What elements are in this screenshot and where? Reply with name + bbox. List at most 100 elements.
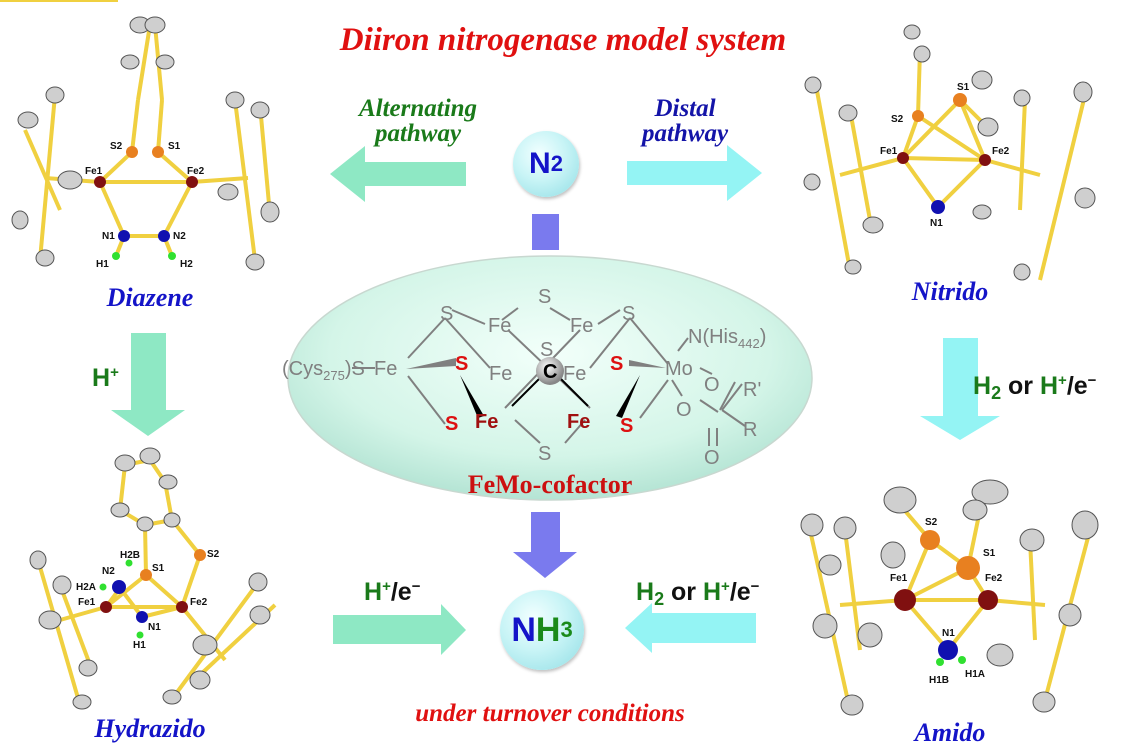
cys-sub: 275 [323,368,345,383]
cond-sup: + [1058,372,1067,389]
atom-s-red: S [610,353,623,375]
distal-line1: Distal [654,95,716,122]
cond-h: H [364,578,383,606]
atom-fe: Fe [488,315,511,337]
atom-o: O [704,447,720,469]
cys-ligand: (Cys275)S [282,358,365,383]
cond-h2-sub: 2 [654,589,665,609]
nh3-subscript: 3 [560,617,573,642]
atom-fe: Fe [570,315,593,337]
cofactor-highlight-labels: S S Fe Fe S S C [445,353,633,437]
distal-line2: pathway [641,120,729,147]
atom-o: O [676,399,692,421]
alternating-pathway-label: Alternating pathway [338,96,498,146]
h-plus-e-right-arrow [333,604,466,655]
his-tail: ) [760,326,767,348]
atom-fe-red: Fe [567,411,590,433]
cond-h2: H [973,372,992,400]
n2-subscript: 2 [550,151,563,176]
nitrido-structure [813,49,1087,281]
hydrazido-label: Hydrazido [94,714,206,743]
cond-sup: + [110,364,119,381]
diagram-title: Diiron nitrogenase model system [339,22,787,58]
turnover-conditions-label: under turnover conditions [415,700,685,727]
his-sub: 442 [738,336,760,351]
diazene-structure [23,24,272,261]
cond-or: or [1001,372,1040,400]
amido-label: Amido [914,718,986,747]
atom-fe: Fe [563,363,586,385]
h-plus-e-condition: H+/e− [364,578,420,607]
cys-text: (Cys [282,358,323,380]
n2-to-cofactor-arrow [532,214,559,250]
atom-fe: Fe [489,363,512,385]
alternating-line2: pathway [374,120,462,147]
diazene-label: Diazene [106,283,194,312]
wedge-bond [460,375,484,418]
cond-or: or [664,578,703,606]
hydrazido-atoms [29,447,271,710]
n2-symbol: N [529,147,551,180]
carbon-atom [536,357,564,385]
cond-h: H [702,578,722,606]
atom-o: O [704,374,720,396]
femo-cofactor: S S Fe Fe S S Fe Fe Fe S Mo O O O R' R (… [282,255,813,501]
atom-r-prime: R' [743,379,761,401]
amido-atoms [800,479,1099,716]
atom-fe: Fe [374,358,397,380]
his-text: N(His [688,326,738,348]
alternating-line1: Alternating [358,95,478,122]
atom-s: S [538,286,551,308]
cofactor-c-bonds [511,375,589,407]
h2-down-arrow [920,338,1000,440]
cond-sup: + [721,578,730,595]
cond-h: H [92,364,111,392]
h2-left-arrow [625,603,756,653]
atom-c: C [543,361,557,383]
diazene-atoms [11,16,280,271]
atom-mo: Mo [665,358,693,380]
atom-s: S [622,303,635,325]
alternating-arrow [330,146,466,202]
nh3-h: H [535,610,561,649]
cond-e-sup: − [411,578,421,595]
cond-h2-sub: 2 [991,383,1002,403]
atom-s: S [538,443,551,465]
cond-e: /e [390,578,412,606]
nitrido-atoms [803,24,1096,281]
h2-or-condition-bottom: H2 or H+/e− [636,578,759,610]
distal-pathway-label: Distal pathway [620,96,750,146]
cofactor-label: FeMo-cofactor [468,470,633,499]
cond-e-sup: − [1087,372,1097,389]
atom-s-red: S [445,413,458,435]
cys-tail: )S [345,358,365,380]
h2-or-condition-right: H2 or H+/e− [973,372,1096,404]
h-plus-condition: H+ [92,364,119,393]
cond-e: /e [729,578,751,606]
cond-sup: + [382,578,391,595]
wedge-bond [629,360,666,368]
atom-s: S [540,339,553,361]
nh3-n: N [511,610,536,649]
cofactor-to-nh3-arrow [513,512,577,578]
atom-r: R [743,419,757,441]
his-ligand: N(His442) [688,326,766,351]
atom-s-red: S [455,353,468,375]
atom-s-red: S [620,415,633,437]
nitrido-label: Nitrido [911,277,989,306]
cond-e-sup: − [750,578,760,595]
cofactor-labels: S S Fe Fe S S Fe Fe Fe S Mo O O O R' R (… [282,286,766,469]
cond-h: H [1039,372,1059,400]
distal-arrow [627,145,762,201]
wedge-bond [406,358,456,369]
wedge-bond [616,375,640,418]
atom-fe-red: Fe [475,411,498,433]
cond-e: /e [1066,372,1088,400]
h-plus-down-arrow [111,333,185,436]
cond-h2: H [636,578,655,606]
atom-s: S [440,303,453,325]
